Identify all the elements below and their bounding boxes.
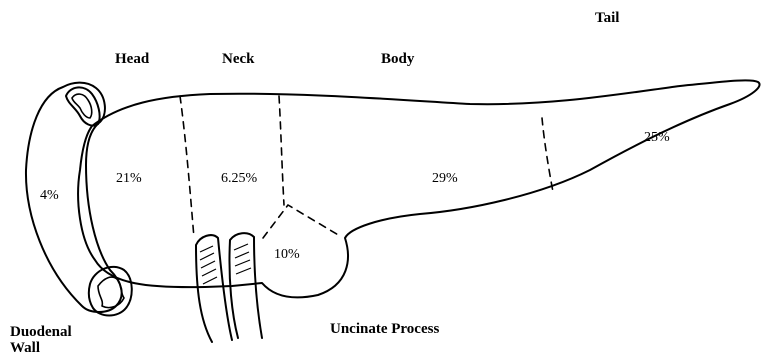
vessel-hatch [201, 261, 215, 268]
upper-duct-ring [66, 87, 100, 125]
tail-percentage: 25% [644, 131, 670, 145]
uncinate-percentage: 10% [274, 248, 300, 262]
body-tail-boundary [542, 118, 553, 192]
body-percentage: 29% [432, 172, 458, 186]
duodenal-wall-label-line1: Duodenal [10, 325, 72, 340]
head-neck-boundary [180, 96, 194, 238]
head-percentage: 21% [116, 172, 142, 186]
duodenal-wall-label-line2: Wall [10, 341, 40, 356]
uncinate-boundary [263, 205, 340, 238]
vessel-hatch [235, 252, 249, 258]
neck-body-boundary [279, 96, 284, 205]
neck-percentage: 6.25% [221, 172, 257, 186]
neck-label: Neck [222, 52, 255, 67]
head-label: Head [115, 52, 149, 67]
vessel-hatch [236, 268, 251, 274]
vessel-hatch [235, 260, 250, 266]
upper-duct-lumen [72, 94, 92, 118]
lower-duct-lumen [98, 277, 124, 307]
vessel-hatch [200, 253, 214, 260]
duodenal-wall-percentage: 4% [40, 189, 59, 203]
uncinate-process-label: Uncinate Process [330, 322, 439, 337]
vessel-hatch [234, 244, 248, 250]
vessel-hatch [200, 246, 213, 252]
vessel-hatch [202, 269, 216, 276]
tail-label: Tail [595, 11, 619, 26]
vessel-hatch [203, 277, 217, 284]
body-label: Body [381, 52, 414, 67]
pancreas-outline [78, 80, 759, 297]
